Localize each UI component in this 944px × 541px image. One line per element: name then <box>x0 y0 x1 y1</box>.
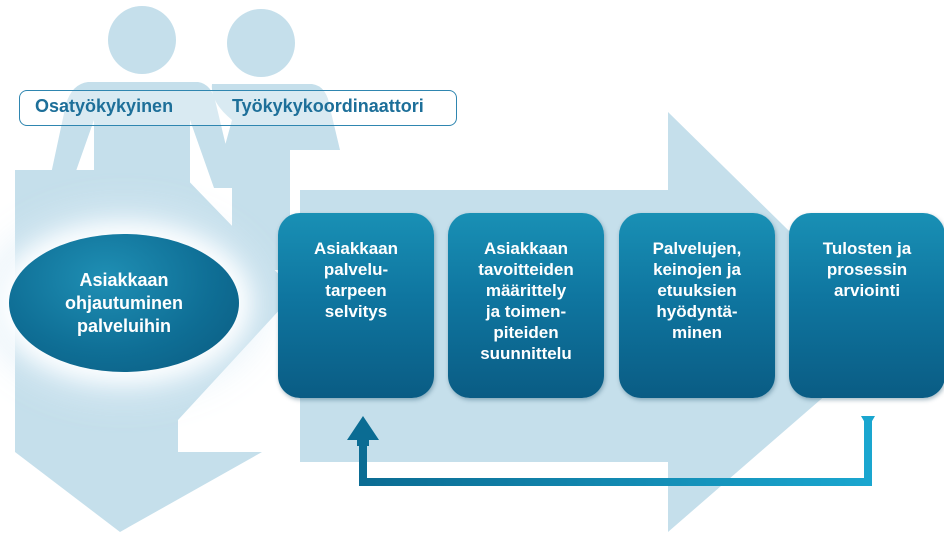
process-step-evaluation: Tulosten ja prosessin arviointi <box>789 213 944 398</box>
feedback-loop-arrow <box>359 418 872 486</box>
process-step-service-needs: Asiakkaan palvelu- tarpeen selvitys <box>278 213 434 398</box>
feedback-tail-tick <box>861 416 875 428</box>
person-body-right <box>211 84 340 270</box>
process-step-service-utilization: Palvelujen, keinojen ja etuuksien hyödyn… <box>619 213 775 398</box>
start-node-label: Asiakkaan ohjautuminen palveluihin <box>65 269 183 336</box>
role-label-bar <box>19 90 457 126</box>
start-node-ellipse: Asiakkaan ohjautuminen palveluihin <box>9 234 239 372</box>
role-label-work-ability-coordinator: Työkykykoordinaattori <box>232 96 424 116</box>
feedback-arrowhead <box>347 416 379 446</box>
role-label-partial-work-ability: Osatyökykyinen <box>35 96 174 116</box>
person-head-right <box>227 9 295 77</box>
process-step-goals-planning: Asiakkaan tavoitteiden määrittely ja toi… <box>448 213 604 398</box>
person-head-left <box>108 6 176 74</box>
